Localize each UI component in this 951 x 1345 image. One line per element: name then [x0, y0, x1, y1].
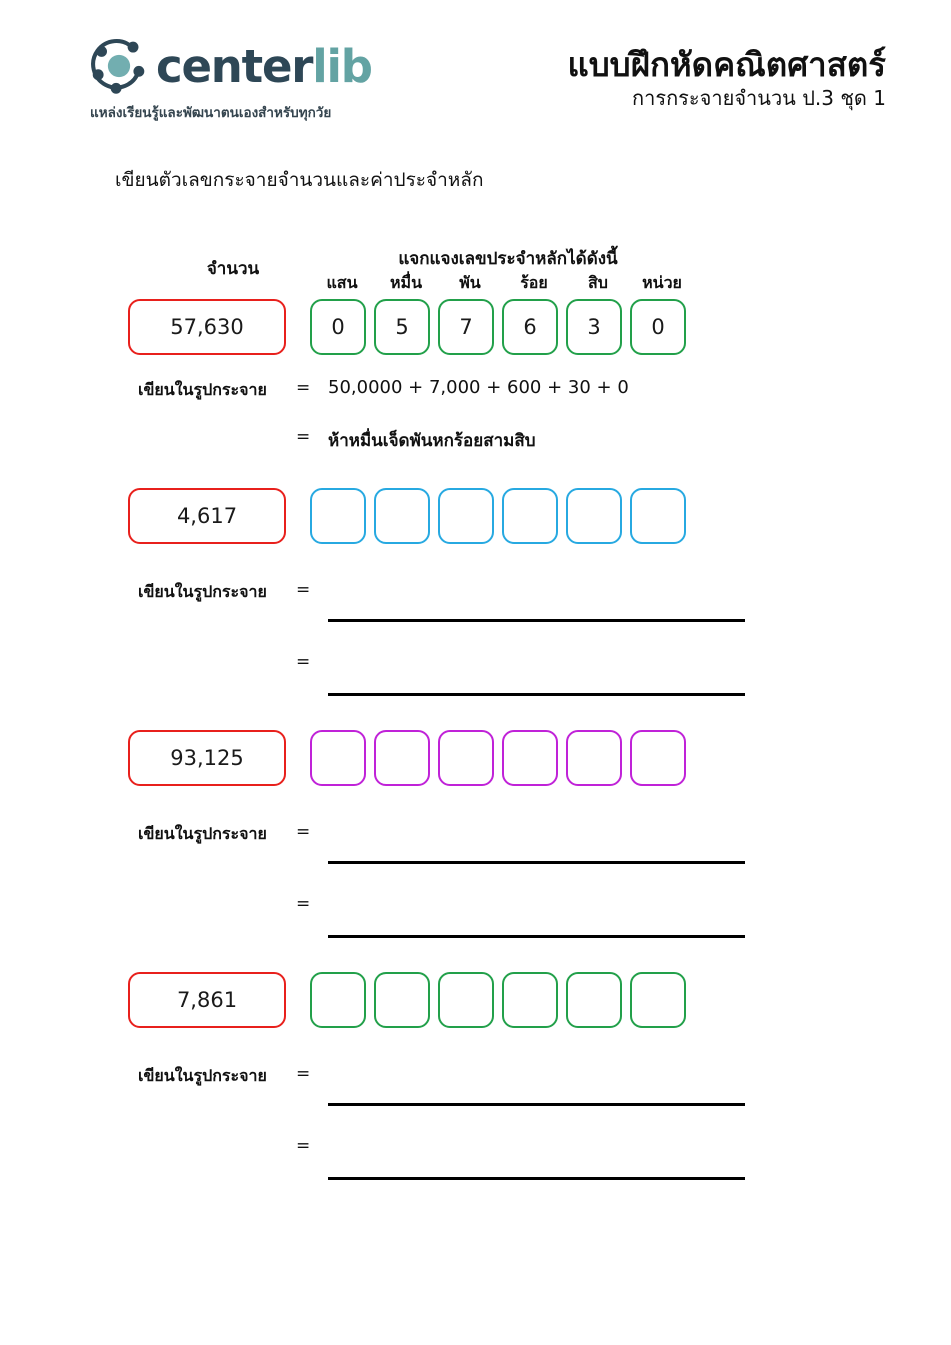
network-node-circle-icon [88, 35, 150, 97]
column-header-place-value: แจกแจงเลขประจำหลักได้ดังนี้ [398, 249, 618, 269]
brand-logo: centerlib แหล่งเรียนรู้และพัฒนาตนเองสำหร… [88, 35, 388, 123]
answer-line-expanded[interactable] [328, 861, 745, 864]
brand-tagline: แหล่งเรียนรู้และพัฒนาตนเองสำหรับทุกวัย [90, 105, 332, 121]
digit-cell-hundred-thousands[interactable] [310, 972, 366, 1028]
equals-sign-expanded: = [296, 1064, 311, 1084]
equals-sign-expanded: = [296, 378, 311, 398]
digit-cell-tens[interactable]: 3 [566, 299, 622, 355]
digit-cell-ten-thousands[interactable] [374, 972, 430, 1028]
digit-cell-ones[interactable] [630, 972, 686, 1028]
digit-cell-hundreds[interactable] [502, 972, 558, 1028]
digit-cell-hundreds[interactable]: 6 [502, 299, 558, 355]
digit-cell-thousands[interactable] [438, 488, 494, 544]
digit-cell-tens[interactable] [566, 488, 622, 544]
brand-name-center: center [156, 39, 313, 93]
equals-sign-expanded: = [296, 580, 311, 600]
page-header: centerlib แหล่งเรียนรู้และพัฒนาตนเองสำหร… [0, 30, 951, 140]
digit-box-row [310, 488, 686, 544]
answer-line-expanded[interactable] [328, 619, 745, 622]
column-header-number: จำนวน [206, 259, 260, 279]
digit-cell-ones[interactable] [630, 488, 686, 544]
expanded-form-label: เขียนในรูปกระจาย [138, 824, 267, 843]
expanded-form-value: 50,0000 + 7,000 + 600 + 30 + 0 [328, 377, 629, 398]
answer-line-words[interactable] [328, 935, 745, 938]
number-box: 93,125 [128, 730, 286, 786]
page-subtitle: การกระจายจำนวน ป.3 ชุด 1 [631, 85, 886, 110]
expanded-form-label: เขียนในรูปกระจาย [138, 380, 267, 399]
place-label-tens: สิบ [588, 273, 608, 292]
worksheet-title-block: แบบฝึกหัดคณิตศาสตร์ การกระจายจำนวน ป.3 ช… [567, 46, 886, 110]
place-label-ones: หน่วย [642, 273, 682, 292]
digit-cell-hundreds[interactable] [502, 730, 558, 786]
answer-line-words[interactable] [328, 1177, 745, 1180]
place-label-hundreds: ร้อย [520, 273, 548, 292]
digit-box-row: 0 5 7 6 3 0 [310, 299, 686, 355]
expanded-form-label: เขียนในรูปกระจาย [138, 1066, 267, 1085]
equals-sign-words: = [296, 652, 311, 672]
digit-cell-hundred-thousands[interactable] [310, 730, 366, 786]
expanded-form-label: เขียนในรูปกระจาย [138, 582, 267, 601]
word-form-value: ห้าหมื่นเจ็ดพันหกร้อยสามสิบ [328, 431, 536, 451]
place-label-ten-thousands: หมื่น [389, 273, 423, 292]
digit-box-row [310, 972, 686, 1028]
digit-cell-ones[interactable]: 0 [630, 299, 686, 355]
digit-cell-thousands[interactable] [438, 730, 494, 786]
number-box: 7,861 [128, 972, 286, 1028]
digit-cell-hundred-thousands[interactable] [310, 488, 366, 544]
digit-cell-ten-thousands[interactable]: 5 [374, 299, 430, 355]
number-box: 57,630 [128, 299, 286, 355]
digit-cell-ones[interactable] [630, 730, 686, 786]
equals-sign-expanded: = [296, 822, 311, 842]
equals-sign-words: = [296, 1136, 311, 1156]
digit-cell-thousands[interactable] [438, 972, 494, 1028]
digit-cell-hundreds[interactable] [502, 488, 558, 544]
page-title: แบบฝึกหัดคณิตศาสตร์ [567, 45, 886, 84]
equals-sign-words: = [296, 427, 311, 447]
place-label-thousands: พัน [459, 273, 481, 292]
answer-line-expanded[interactable] [328, 1103, 745, 1106]
digit-cell-ten-thousands[interactable] [374, 730, 430, 786]
number-box: 4,617 [128, 488, 286, 544]
digit-cell-hundred-thousands[interactable]: 0 [310, 299, 366, 355]
digit-cell-thousands[interactable]: 7 [438, 299, 494, 355]
digit-box-row [310, 730, 686, 786]
brand-name-lib: lib [312, 39, 373, 93]
instruction-text: เขียนตัวเลขกระจายจำนวนและค่าประจำหลัก [115, 169, 484, 191]
equals-sign-words: = [296, 894, 311, 914]
place-value-label-row: แสน หมื่น พัน ร้อย สิบ หน่วย [310, 271, 694, 296]
digit-cell-tens[interactable] [566, 972, 622, 1028]
place-label-hundred-thousands: แสน [326, 273, 358, 292]
answer-line-words[interactable] [328, 693, 745, 696]
digit-cell-tens[interactable] [566, 730, 622, 786]
digit-cell-ten-thousands[interactable] [374, 488, 430, 544]
